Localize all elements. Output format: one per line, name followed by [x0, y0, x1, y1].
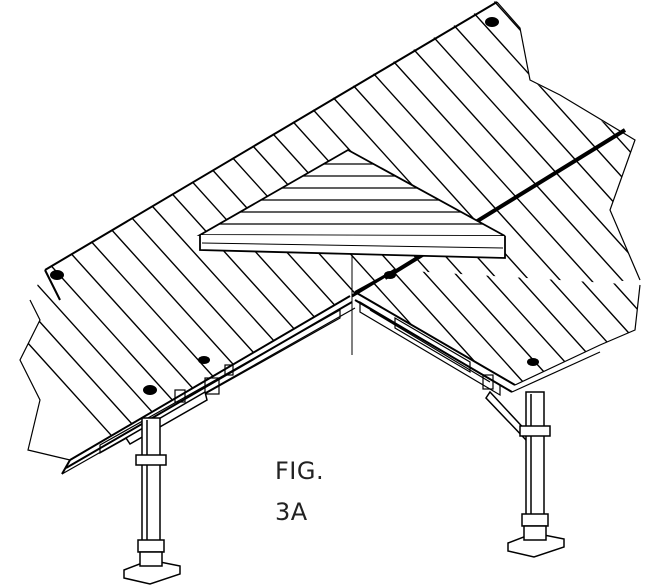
main-deck-plank-line: [20, 0, 478, 460]
bolt-hole-icon: [384, 271, 396, 279]
right-support-leg: [485, 390, 565, 558]
right-deck-plank-line: [355, 270, 640, 385]
right-deck-plank-line: [355, 270, 640, 385]
bolt-hole-icon: [485, 17, 499, 27]
bolt-hole-icon: [527, 358, 539, 366]
bolt-holes: [50, 17, 539, 395]
right-deck-plank-line: [355, 270, 640, 385]
bolt-hole-icon: [198, 356, 210, 364]
right-deck-plank-line: [355, 270, 640, 385]
left-support-leg: [123, 390, 208, 585]
right-deck-plank-line: [355, 270, 640, 385]
left-frame: [99, 308, 341, 455]
corner-platform: [196, 148, 506, 259]
right-deck-plank-line: [355, 270, 640, 385]
bolt-hole-icon: [50, 270, 64, 280]
right-deck-plank-line: [355, 270, 640, 385]
figure-label-line2: 3A: [275, 498, 308, 526]
right-deck-plank-line: [355, 270, 640, 385]
main-deck-plank-line: [20, 0, 416, 460]
bolt-hole-icon: [143, 385, 157, 395]
main-deck-plank-line: [20, 0, 447, 460]
main-deck-plank-line: [20, 0, 323, 460]
right-frame: [359, 300, 501, 397]
right-deck-plank-line: [639, 270, 640, 385]
main-deck-plank-line: [381, 0, 640, 460]
right-deck-plank-line: [355, 270, 640, 385]
main-deck-plank-line: [412, 0, 640, 460]
main-deck-plank-line: [20, 0, 354, 460]
main-deck-plank-line: [20, 0, 385, 460]
main-deck-plank-line: [661, 0, 667, 588]
figure-label-line1: FIG.: [275, 457, 325, 485]
